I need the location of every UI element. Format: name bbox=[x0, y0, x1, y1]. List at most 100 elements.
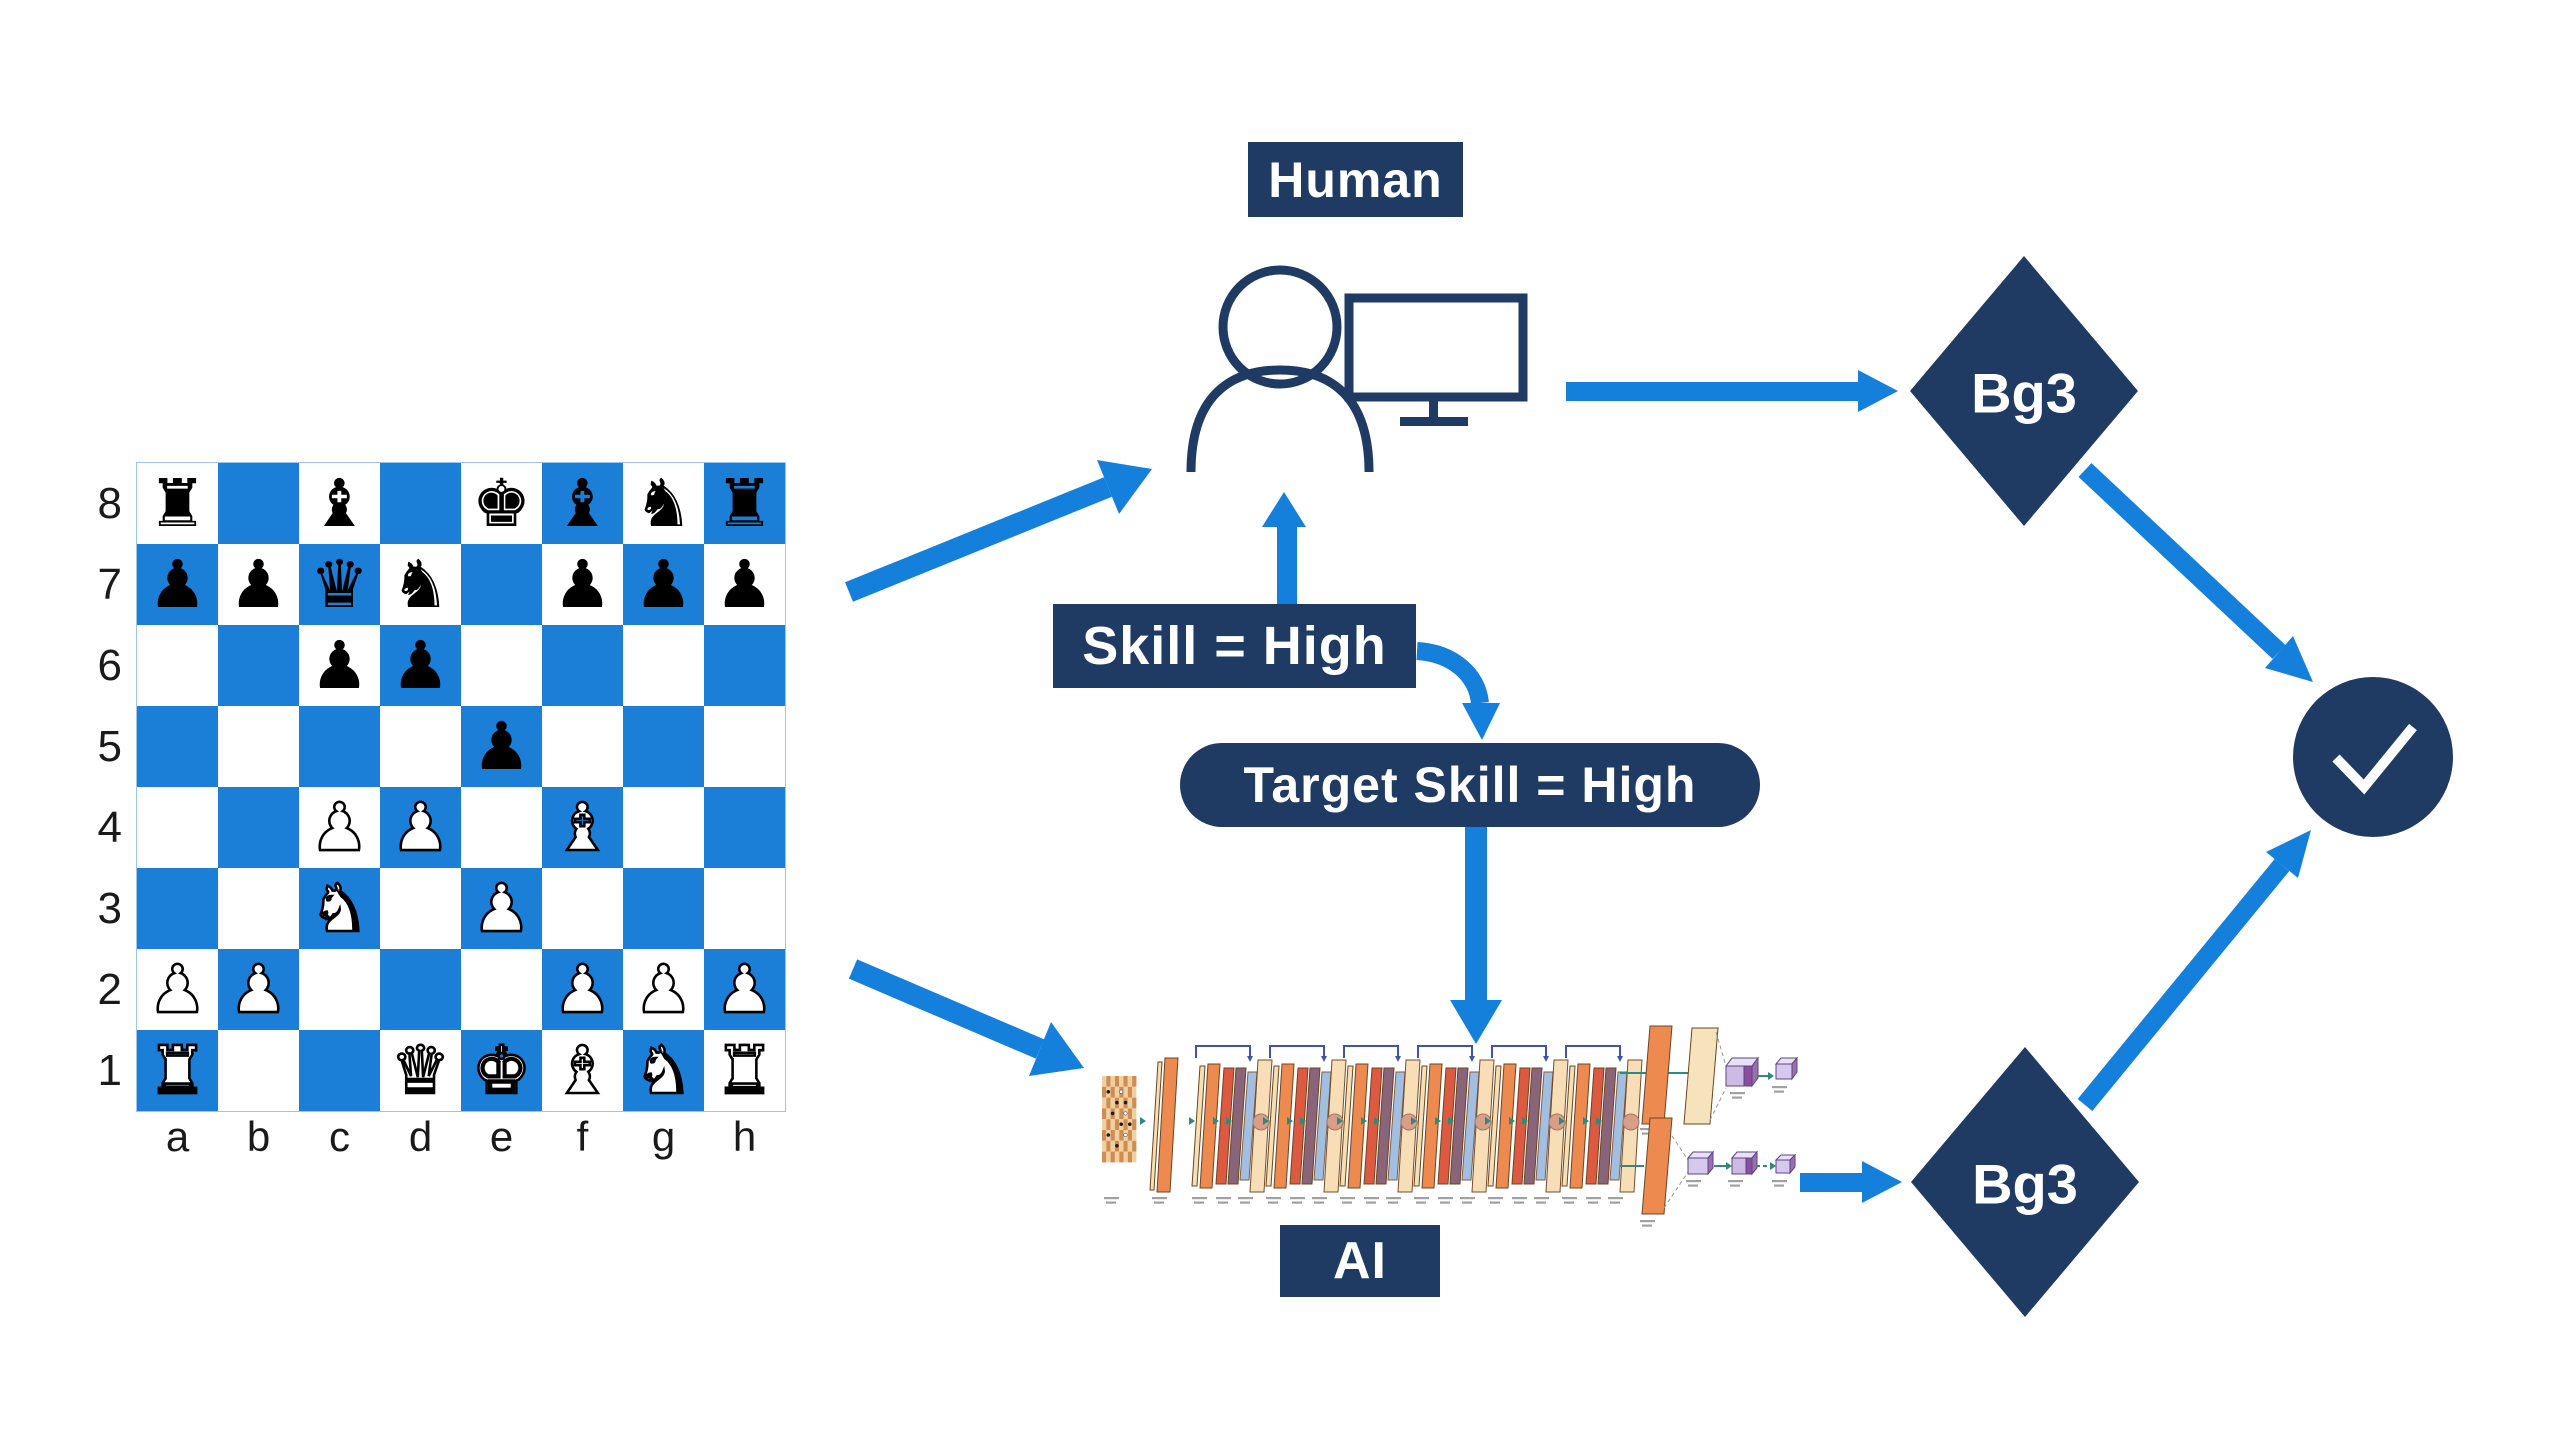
board-square bbox=[380, 868, 461, 949]
board-square bbox=[380, 463, 461, 544]
arrow-skill-to-target-curve bbox=[1416, 642, 1500, 740]
monitor-icon bbox=[1344, 293, 1528, 426]
board-square: ♟ bbox=[704, 544, 785, 625]
board-square: ♟ bbox=[704, 949, 785, 1030]
chess-piece-black-p: ♟ bbox=[471, 707, 532, 785]
chess-piece-black-r: ♜ bbox=[147, 464, 208, 542]
chess-piece-white-r: ♜ bbox=[714, 1031, 776, 1109]
file-label: h bbox=[732, 1113, 757, 1160]
chess-piece-black-p: ♟ bbox=[309, 626, 370, 704]
chess-piece-black-r: ♜ bbox=[714, 464, 775, 542]
rank-label: 3 bbox=[97, 883, 122, 933]
board-square bbox=[218, 868, 299, 949]
board-square: ♝ bbox=[542, 463, 623, 544]
board-square: ♟ bbox=[542, 544, 623, 625]
arrow-bg3-top-to-check bbox=[2078, 463, 2313, 682]
chess-piece-white-p: ♟ bbox=[633, 950, 695, 1028]
arrow-target-to-ai bbox=[1450, 827, 1502, 1044]
board-square: ♟ bbox=[218, 949, 299, 1030]
board-square: ♝ bbox=[542, 787, 623, 868]
rank-label: 2 bbox=[97, 964, 122, 1014]
chess-piece-black-b: ♝ bbox=[552, 464, 613, 542]
file-label: c bbox=[329, 1113, 350, 1160]
board-square: ♞ bbox=[623, 1030, 704, 1111]
file-label: a bbox=[165, 1113, 190, 1160]
board-square bbox=[218, 463, 299, 544]
target-skill-label: Target Skill = High bbox=[1180, 743, 1760, 827]
chess-piece-black-p: ♟ bbox=[390, 626, 451, 704]
board-square: ♟ bbox=[380, 625, 461, 706]
chess-piece-black-p: ♟ bbox=[633, 545, 694, 623]
chess-piece-white-p: ♟ bbox=[390, 788, 452, 866]
board-square bbox=[623, 706, 704, 787]
board-square: ♟ bbox=[542, 949, 623, 1030]
board-square bbox=[623, 787, 704, 868]
rank-label: 1 bbox=[97, 1045, 122, 1095]
arrow-board-to-ai bbox=[848, 959, 1084, 1076]
board-square bbox=[542, 868, 623, 949]
chess-piece-white-p: ♟ bbox=[147, 950, 209, 1028]
board-square: ♛ bbox=[299, 544, 380, 625]
chess-piece-black-p: ♟ bbox=[147, 545, 208, 623]
chess-piece-black-p: ♟ bbox=[228, 545, 289, 623]
check-icon bbox=[2332, 723, 2417, 795]
board-square: ♟ bbox=[461, 868, 542, 949]
file-label: f bbox=[576, 1113, 589, 1160]
board-square bbox=[542, 706, 623, 787]
board-square bbox=[299, 706, 380, 787]
chess-piece-white-b: ♝ bbox=[552, 1031, 614, 1109]
file-label: g bbox=[651, 1113, 676, 1160]
chess-piece-white-n: ♞ bbox=[309, 869, 371, 947]
board-square: ♟ bbox=[299, 787, 380, 868]
chess-piece-white-q: ♛ bbox=[390, 1031, 452, 1109]
bg3-diamond-top: Bg3 bbox=[1910, 256, 2138, 526]
board-square bbox=[218, 625, 299, 706]
board-square: ♟ bbox=[218, 544, 299, 625]
board-square: ♜ bbox=[704, 1030, 785, 1111]
board-square bbox=[461, 787, 542, 868]
arrow-board-to-human bbox=[845, 460, 1152, 602]
board-square bbox=[137, 625, 218, 706]
bg3-top-label: Bg3 bbox=[1971, 362, 2077, 425]
chess-piece-black-p: ♟ bbox=[714, 545, 775, 623]
chess-piece-white-b: ♝ bbox=[552, 788, 614, 866]
board-square bbox=[542, 625, 623, 706]
human-label: Human bbox=[1248, 142, 1463, 217]
board-square: ♚ bbox=[461, 1030, 542, 1111]
board-square: ♟ bbox=[461, 706, 542, 787]
chess-piece-black-b: ♝ bbox=[309, 464, 370, 542]
board-square bbox=[704, 787, 785, 868]
board-square bbox=[218, 1030, 299, 1111]
board-square bbox=[704, 625, 785, 706]
board-square bbox=[299, 1030, 380, 1111]
chess-piece-white-k: ♚ bbox=[471, 1031, 533, 1109]
chess-piece-black-q: ♛ bbox=[309, 545, 370, 623]
file-label: e bbox=[489, 1113, 514, 1160]
chess-piece-black-k: ♚ bbox=[471, 464, 532, 542]
board-square: ♟ bbox=[380, 787, 461, 868]
board-square: ♟ bbox=[299, 625, 380, 706]
chess-piece-white-p: ♟ bbox=[228, 950, 290, 1028]
board-square bbox=[461, 544, 542, 625]
bg3-diamond-bottom: Bg3 bbox=[1911, 1047, 2139, 1317]
arrow-bg3-bottom-to-check bbox=[2077, 830, 2311, 1112]
board-square bbox=[380, 706, 461, 787]
board-square bbox=[623, 868, 704, 949]
rank-label: 8 bbox=[97, 478, 122, 528]
check-circle bbox=[2293, 677, 2453, 837]
chess-piece-black-n: ♞ bbox=[633, 464, 694, 542]
board-square: ♟ bbox=[137, 544, 218, 625]
bg3-bottom-label: Bg3 bbox=[1972, 1153, 2078, 1216]
board-square: ♜ bbox=[704, 463, 785, 544]
arrow-ai-to-bg3 bbox=[1800, 1161, 1902, 1203]
chess-piece-white-p: ♟ bbox=[309, 788, 371, 866]
chess-piece-white-p: ♟ bbox=[552, 950, 614, 1028]
board-square bbox=[380, 949, 461, 1030]
board-square: ♚ bbox=[461, 463, 542, 544]
person-icon bbox=[1186, 265, 1374, 473]
rank-label: 5 bbox=[97, 721, 122, 771]
